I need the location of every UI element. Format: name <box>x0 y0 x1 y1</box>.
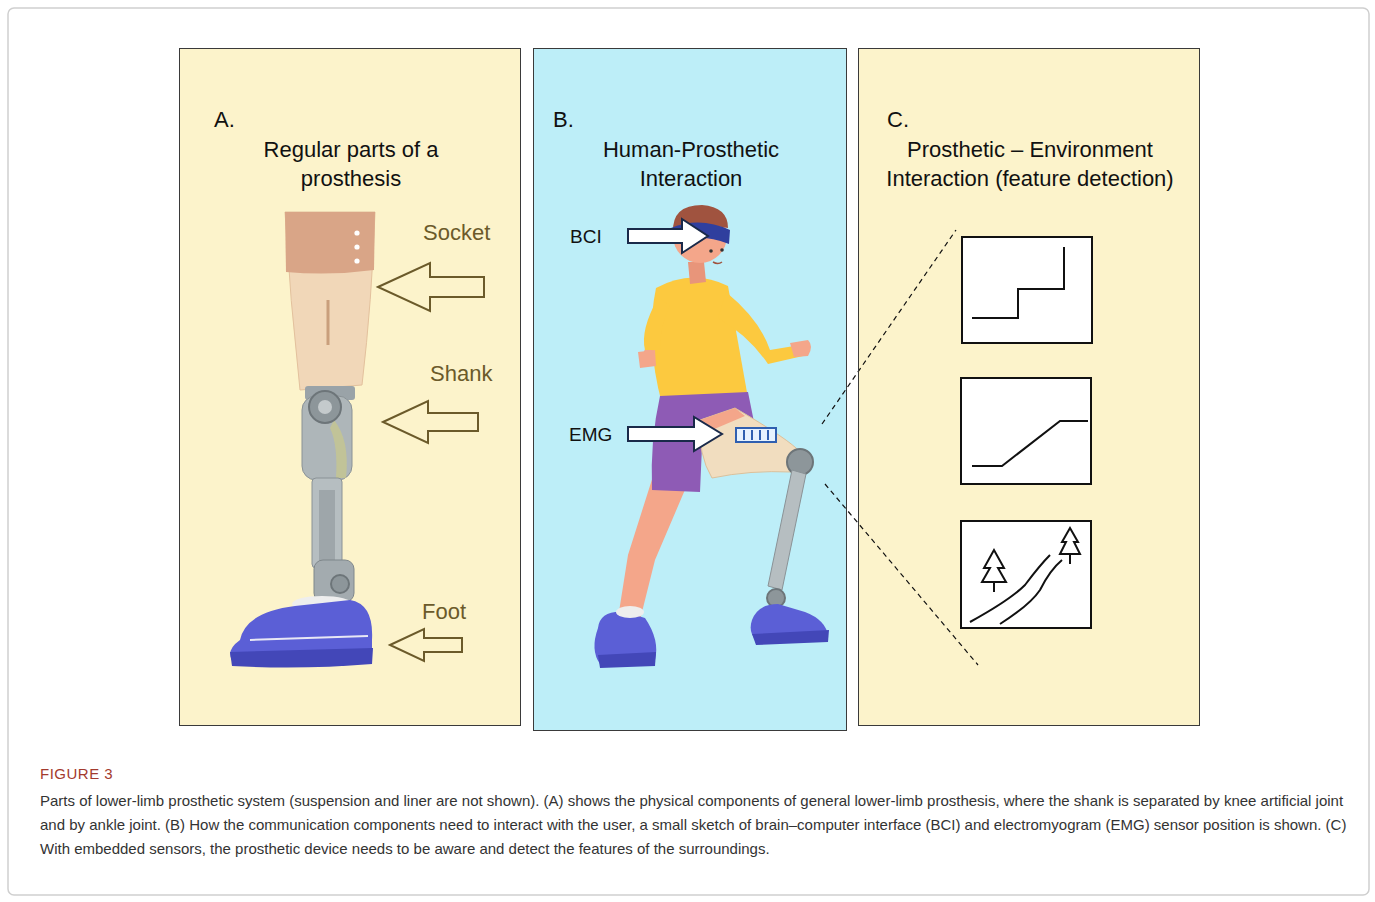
panel-title: Human-Prosthetic Interaction <box>581 135 801 193</box>
leader-arrow <box>628 219 722 451</box>
figure-frame <box>8 8 1369 895</box>
sensor-label: EMG <box>569 424 612 446</box>
panel-title: Regular parts of a prosthesis <box>236 135 466 193</box>
terrain-icons <box>822 230 1092 665</box>
sensor-label: BCI <box>570 226 602 248</box>
panel-ground <box>179 48 521 726</box>
panel-ground <box>533 48 847 731</box>
part-label: Foot <box>422 599 466 625</box>
figure-number: FIGURE 3 <box>40 765 113 782</box>
runner-drawing <box>594 205 829 668</box>
panel-box: B.Human-Prosthetic Interaction <box>533 48 847 731</box>
leader-arrow <box>378 263 484 661</box>
panel-letter: C. <box>887 105 909 134</box>
figure-caption: Parts of lower-limb prosthetic system (s… <box>40 789 1352 861</box>
panel-letter: B. <box>553 105 574 134</box>
panel-title: Prosthetic – Environment Interaction (fe… <box>885 135 1175 193</box>
prosthesis-drawing <box>230 212 375 668</box>
panel-ground <box>858 48 1200 726</box>
panel-box: A.Regular parts of a prosthesis <box>179 48 521 726</box>
part-label: Socket <box>423 220 490 246</box>
panel-box: C.Prosthetic – Environment Interaction (… <box>858 48 1200 726</box>
part-label: Shank <box>430 361 492 387</box>
panel-letter: A. <box>214 105 235 134</box>
